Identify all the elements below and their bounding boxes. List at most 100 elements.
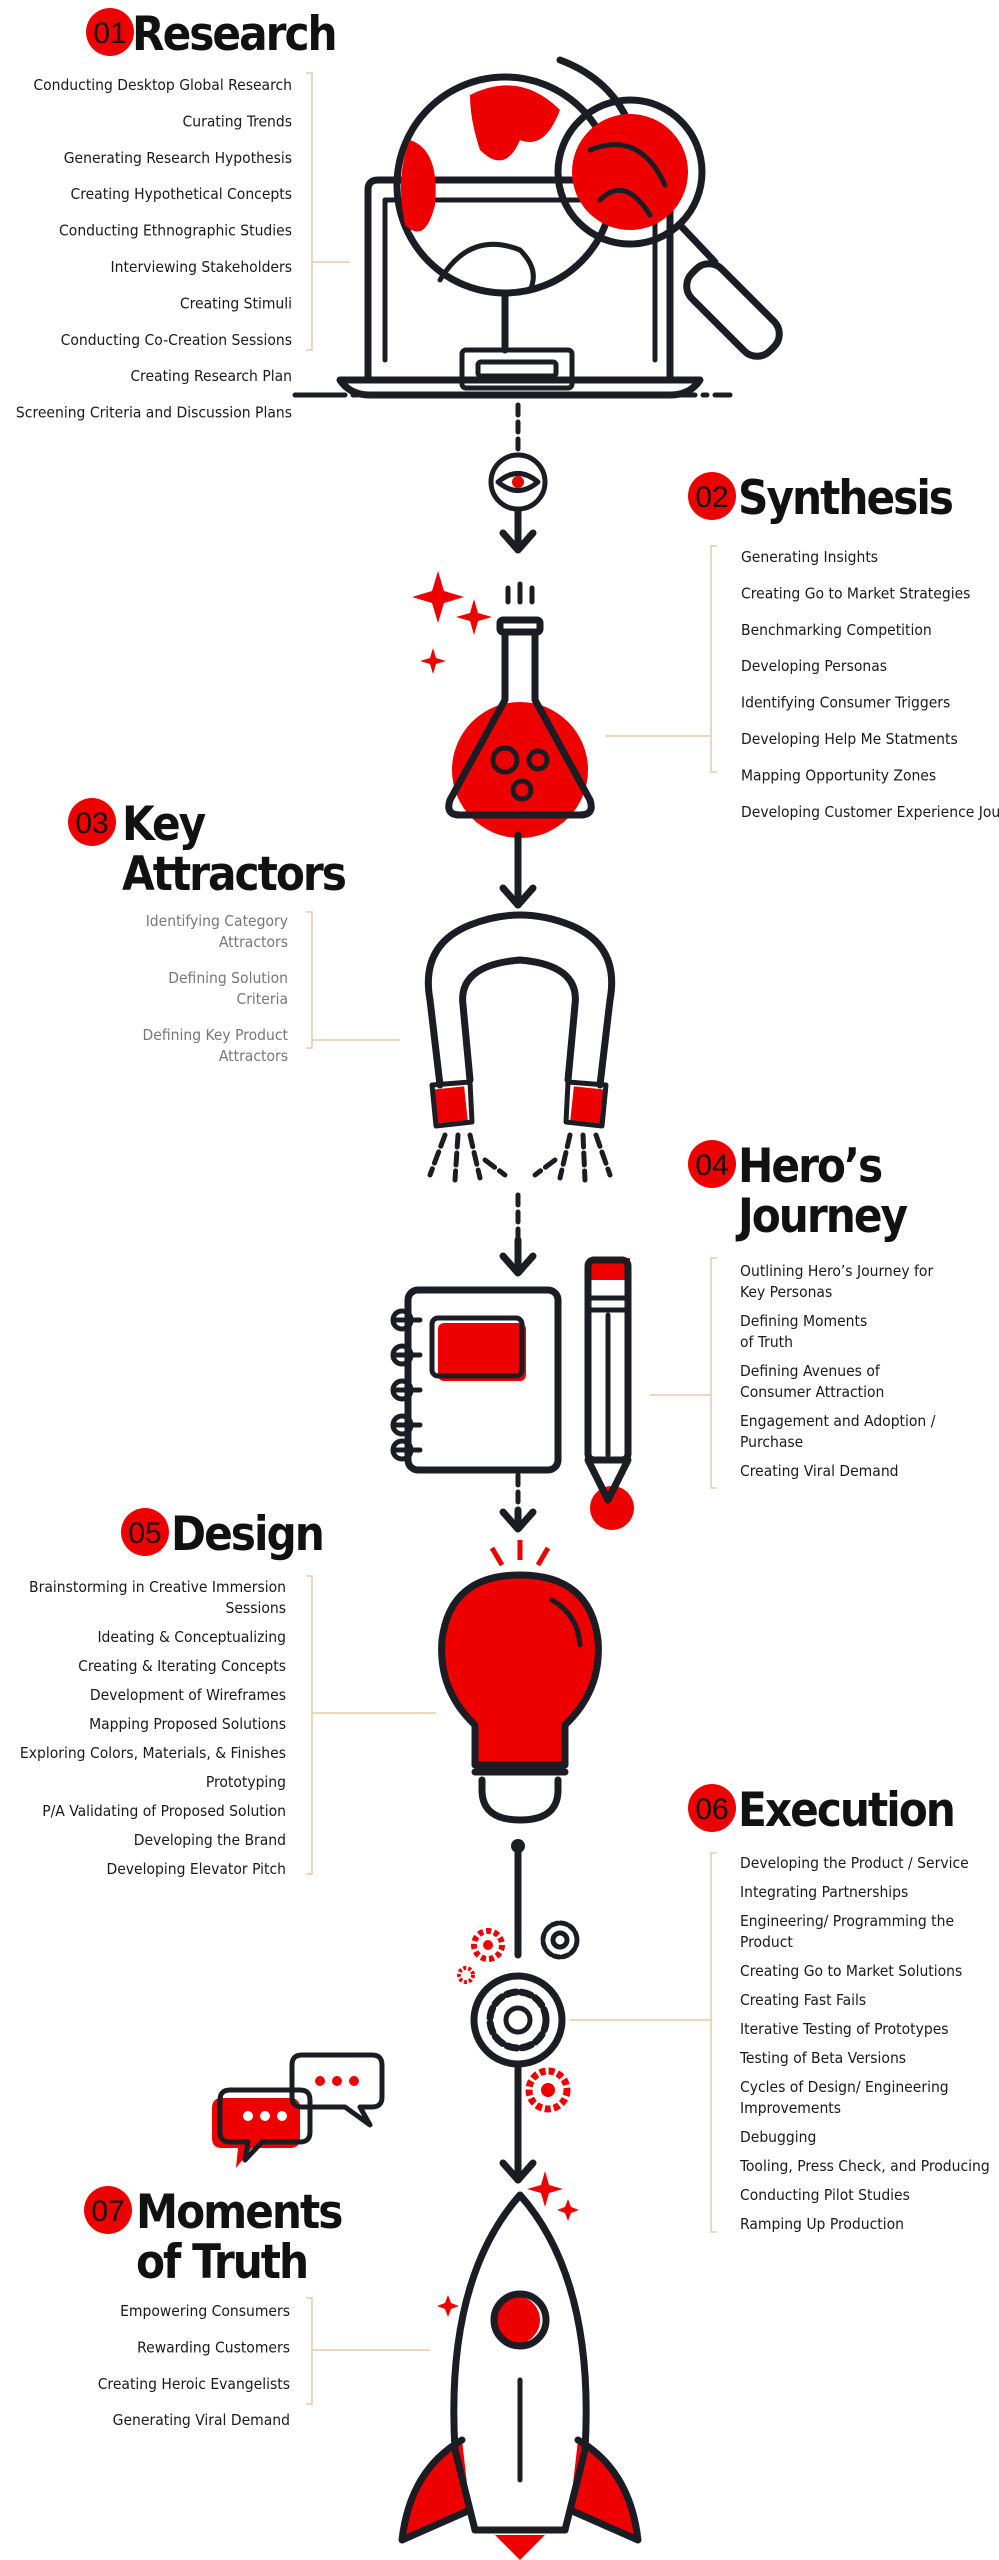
flask-icon xyxy=(412,571,595,838)
magnet-icon xyxy=(424,911,616,1183)
section-item: Developing Elevator Pitch xyxy=(106,1860,286,1878)
section-item: Purchase xyxy=(740,1433,803,1451)
section-item: Creating Go to Market Strategies xyxy=(741,584,970,602)
section-item: Interviewing Stakeholders xyxy=(111,258,292,276)
section-title: Synthesis xyxy=(738,471,953,526)
section-item: Conducting Co-Creation Sessions xyxy=(61,331,292,349)
step-number: 01 xyxy=(93,17,126,50)
section-item: Generating Insights xyxy=(741,548,878,566)
step-number: 07 xyxy=(91,2195,124,2228)
step-number-circle xyxy=(688,472,736,520)
step-number: 03 xyxy=(75,807,108,840)
step-number-circle xyxy=(84,2186,132,2234)
section-item: Brainstorming in Creative Immersion xyxy=(29,1578,286,1596)
section-title: Research xyxy=(132,7,336,62)
section-item: Developing the Product / Service xyxy=(740,1854,969,1872)
section-item: Creating Stimuli xyxy=(180,294,292,312)
section-item: Creating Fast Fails xyxy=(740,1991,866,2009)
section-item: Defining Avenues of xyxy=(740,1362,881,1380)
section-item: Developing the Brand xyxy=(134,1831,286,1849)
notebook-icon xyxy=(390,1286,562,1474)
section-item: Sessions xyxy=(226,1599,286,1617)
section-item: Ramping Up Production xyxy=(740,2215,904,2233)
section-title: of Truth xyxy=(136,2235,307,2290)
section-title: Attractors xyxy=(122,847,346,902)
section-item: Prototyping xyxy=(206,1773,286,1791)
section-item: Testing of Beta Versions xyxy=(739,2049,906,2067)
section-item: Generating Research Hypothesis xyxy=(64,149,292,167)
section-item: Conducting Pilot Studies xyxy=(740,2186,910,2204)
step-number: 06 xyxy=(695,1793,728,1826)
section-item: Debugging xyxy=(740,2128,816,2146)
section-item: Creating Research Plan xyxy=(130,367,292,385)
section-item: Iterative Testing of Prototypes xyxy=(740,2020,949,2038)
globe-laptop-magnifier-icon xyxy=(292,56,783,399)
section-item: Generating Viral Demand xyxy=(113,2411,290,2429)
step-number-circle xyxy=(121,1508,169,1556)
section-item: Conducting Ethnographic Studies xyxy=(59,222,292,240)
section-item: Key Personas xyxy=(740,1283,832,1301)
step-number-circle xyxy=(68,798,116,846)
bracket-lines xyxy=(306,72,717,2405)
section-title: Hero’s xyxy=(738,1139,882,1194)
section-item: of Truth xyxy=(740,1333,793,1351)
section-title: Moments xyxy=(136,2185,342,2240)
rocket-icon xyxy=(398,2171,642,2560)
section-item: Rewarding Customers xyxy=(137,2338,290,2356)
section-item: Attractors xyxy=(219,933,288,951)
section-item: Creating Viral Demand xyxy=(740,1462,899,1480)
section-item: Creating Heroic Evangelists xyxy=(98,2375,290,2393)
section-item: Criteria xyxy=(236,990,288,1008)
section-item: Identifying Category xyxy=(146,912,288,930)
section-item: Developing Help Me Statments xyxy=(741,730,958,748)
section-item: Attractors xyxy=(219,1047,288,1065)
pencil-icon xyxy=(584,1256,634,1530)
section-item: Integrating Partnerships xyxy=(740,1883,908,1901)
section-item: Engineering/ Programming the xyxy=(740,1912,954,1930)
section-item: Creating Hypothetical Concepts xyxy=(70,185,292,203)
section-item: Defining Moments xyxy=(740,1312,867,1330)
section-item: Cycles of Design/ Engineering xyxy=(740,2078,949,2096)
section-title: Journey xyxy=(735,1189,908,1244)
step-number: 05 xyxy=(128,1517,161,1550)
section-item: Creating & Iterating Concepts xyxy=(78,1657,286,1675)
step-number-circle xyxy=(86,8,134,56)
eye-icon xyxy=(488,452,548,512)
section-title: Execution xyxy=(738,1783,954,1838)
section-item: Development of Wireframes xyxy=(90,1686,286,1704)
lightbulb-icon xyxy=(438,1540,602,1824)
section-item: Tooling, Press Check, and Producing xyxy=(739,2157,990,2175)
section-item: Screening Criteria and Discussion Plans xyxy=(16,404,292,422)
gears-icon xyxy=(457,1920,580,2113)
step-number: 04 xyxy=(695,1149,728,1182)
section-title: Design xyxy=(171,1507,323,1562)
section-item: P/A Validating of Proposed Solution xyxy=(42,1802,286,1820)
section-item: Exploring Colors, Materials, & Finishes xyxy=(20,1744,286,1762)
section-item: Improvements xyxy=(740,2099,841,2117)
section-item: Developing Personas xyxy=(741,657,887,675)
step-number-circle xyxy=(688,1784,736,1832)
section-item: Developing Customer Experience Journey xyxy=(741,803,999,821)
section-item: Ideating & Conceptualizing xyxy=(97,1628,286,1646)
section-item: Mapping Proposed Solutions xyxy=(89,1715,286,1733)
section-item: Engagement and Adoption / xyxy=(740,1412,936,1430)
section-item: Mapping Opportunity Zones xyxy=(741,766,936,784)
section-item: Curating Trends xyxy=(183,112,292,130)
section-title: Key xyxy=(122,797,206,852)
step-number-circle xyxy=(688,1140,736,1188)
section-item: Defining Solution xyxy=(168,969,288,987)
section-item: Product xyxy=(740,1933,793,1951)
section-item: Creating Go to Market Solutions xyxy=(740,1962,962,1980)
section-item: Defining Key Product xyxy=(143,1026,289,1044)
section-item: Benchmarking Competition xyxy=(741,621,932,639)
section-item: Empowering Consumers xyxy=(120,2302,290,2320)
chat-bubbles-icon xyxy=(212,2052,385,2168)
section-item: Outlining Hero’s Journey for xyxy=(740,1262,933,1280)
